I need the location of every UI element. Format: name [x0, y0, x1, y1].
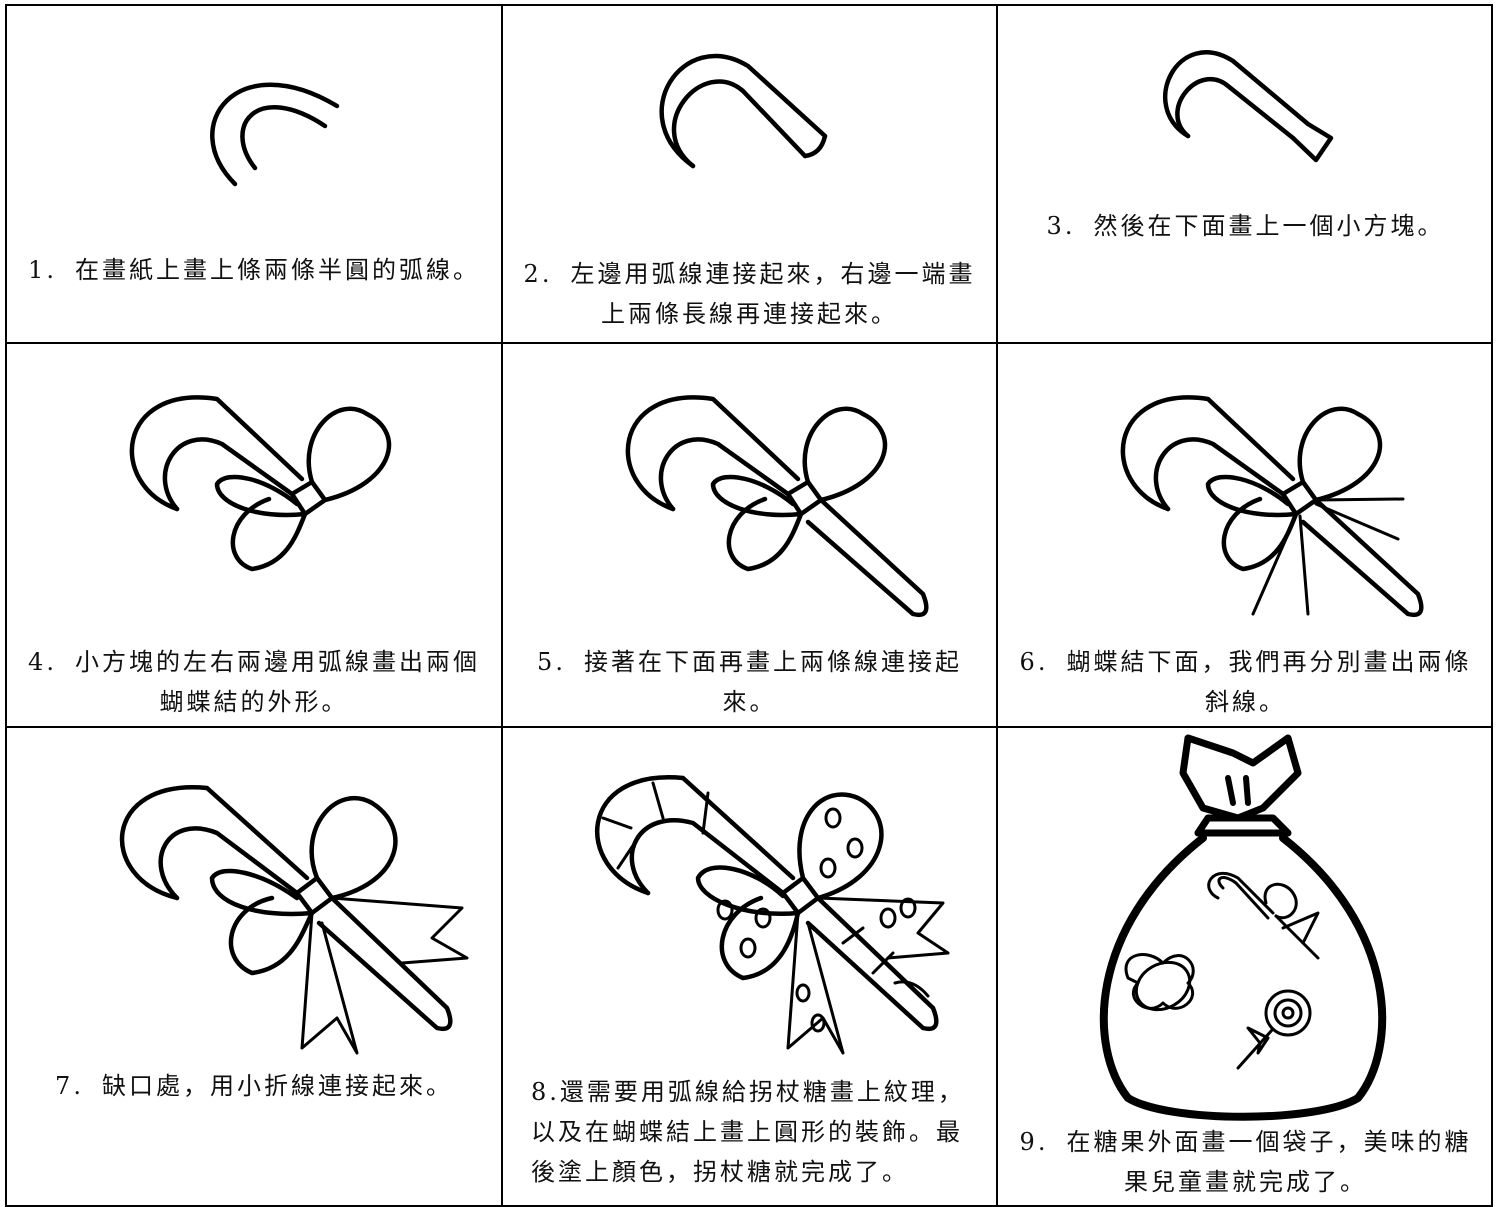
step-2-drawing [659, 53, 828, 169]
step-7-drawing [119, 785, 469, 1055]
step-number: 2. [523, 260, 553, 288]
step-number: 6. [1019, 648, 1049, 676]
step-2-caption: 2. 左邊用弧線連接起來，右邊一端畫上兩條長線再連接起來。 [503, 254, 996, 334]
step-number: 5. [537, 648, 566, 676]
step-number: 1. [28, 256, 57, 284]
step-2-cell: 2. 左邊用弧線連接起來，右邊一端畫上兩條長線再連接起來。 [503, 6, 996, 342]
step-5-cell: 5. 接著在下面再畫上兩條線連接起來。 [503, 344, 996, 726]
step-number: 8. [531, 1078, 560, 1106]
step-9-drawing [1099, 734, 1387, 1121]
step-6-drawing [1120, 395, 1424, 618]
step-1-cell: 1. 在畫紙上畫上條兩條半圓的弧線。 [7, 6, 501, 342]
step-9-caption: 9. 在糖果外面畫一個袋子，美味的糖果兒童畫就完成了。 [998, 1122, 1493, 1202]
step-8-cell: 8.還需要用弧線給拐杖糖畫上紋理，以及在蝴蝶結上畫上圓形的裝飾。最後塗上顏色，拐… [503, 728, 996, 1207]
step-3-caption: 3. 然後在下面畫上一個小方塊。 [998, 206, 1493, 246]
step-number: 3. [1046, 212, 1076, 240]
step-3-drawing [1162, 50, 1334, 163]
step-text: 左邊用弧線連接起來，右邊一端畫上兩條長線再連接起來。 [570, 260, 976, 328]
step-number: 7. [55, 1072, 84, 1100]
step-5-caption: 5. 接著在下面再畫上兩條線連接起來。 [503, 642, 996, 722]
step-8-drawing [595, 775, 950, 1055]
step-text: 還需要用弧線給拐杖糖畫上紋理，以及在蝴蝶結上畫上圓形的裝飾。最後塗上顏色，拐杖糖… [531, 1078, 965, 1186]
grid-divider [501, 6, 503, 1205]
grid-divider [996, 6, 998, 1205]
grid-divider [7, 726, 1491, 728]
step-4-cell: 4. 小方塊的左右兩邊用弧線畫出兩個蝴蝶結的外形。 [7, 344, 501, 726]
step-4-caption: 4. 小方塊的左右兩邊用弧線畫出兩個蝴蝶結的外形。 [7, 642, 501, 722]
step-number: 4. [28, 648, 57, 676]
step-text: 小方塊的左右兩邊用弧線畫出兩個蝴蝶結的外形。 [74, 648, 480, 716]
step-text: 接著在下面再畫上兩條線連接起來。 [583, 648, 962, 716]
tutorial-grid: 1. 在畫紙上畫上條兩條半圓的弧線。 2. 左邊用弧線連接起來，右邊一端畫上兩條長線… [5, 4, 1493, 1207]
step-6-caption: 6. 蝴蝶結下面，我們再分別畫出兩條斜線。 [998, 642, 1493, 722]
step-9-cell: 9. 在糖果外面畫一個袋子，美味的糖果兒童畫就完成了。 [998, 728, 1493, 1207]
step-text: 在糖果外面畫一個袋子，美味的糖果兒童畫就完成了。 [1066, 1128, 1472, 1196]
step-text: 然後在下面畫上一個小方塊。 [1093, 212, 1445, 240]
step-4-drawing [129, 395, 392, 572]
step-text: 缺口處，用小折線連接起來。 [101, 1072, 453, 1100]
step-7-cell: 7. 缺口處，用小折線連接起來。 [7, 728, 501, 1207]
step-1-drawing [210, 82, 340, 187]
step-7-caption: 7. 缺口處，用小折線連接起來。 [7, 1066, 501, 1106]
step-8-caption: 8.還需要用弧線給拐杖糖畫上紋理，以及在蝴蝶結上畫上圓形的裝飾。最後塗上顏色，拐… [503, 1072, 996, 1192]
step-6-cell: 6. 蝴蝶結下面，我們再分別畫出兩條斜線。 [998, 344, 1493, 726]
step-number: 9. [1019, 1128, 1049, 1156]
grid-divider [7, 342, 1491, 344]
step-1-caption: 1. 在畫紙上畫上條兩條半圓的弧線。 [7, 250, 501, 290]
step-text: 蝴蝶結下面，我們再分別畫出兩條斜線。 [1066, 648, 1472, 716]
step-3-cell: 3. 然後在下面畫上一個小方塊。 [998, 6, 1493, 342]
step-5-drawing [625, 395, 929, 618]
step-text: 在畫紙上畫上條兩條半圓的弧線。 [74, 256, 480, 284]
